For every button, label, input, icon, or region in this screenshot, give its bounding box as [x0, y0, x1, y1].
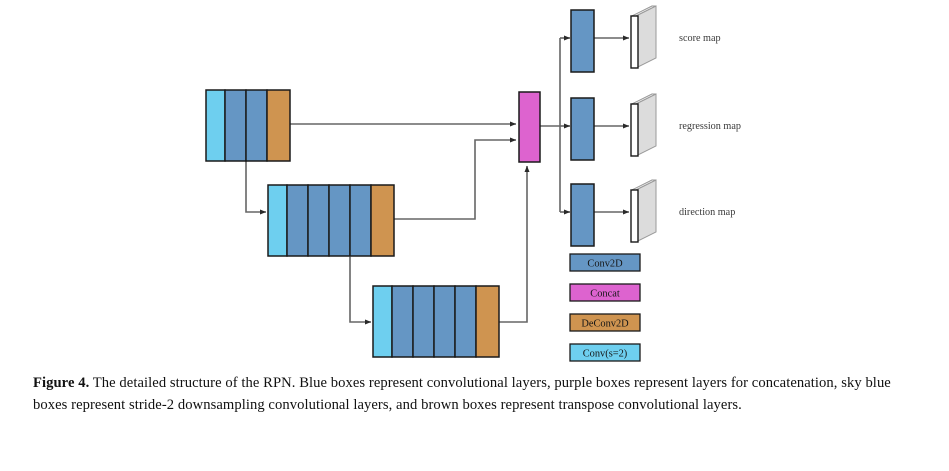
legend-label-conv2d: Conv2D [587, 259, 623, 270]
concat-block[interactable] [518, 91, 541, 163]
head3-conv2d[interactable] [570, 183, 595, 247]
legend-swatch-deconv2d [569, 313, 641, 332]
stage1-seg-deconv2d[interactable] [266, 89, 291, 162]
head-direction-map[interactable]: direction map [570, 179, 735, 247]
stage3-seg-conv-s2[interactable] [372, 285, 393, 358]
legend-swatch-conv-s2 [569, 343, 641, 362]
head-regression-map[interactable]: regression map [570, 93, 741, 161]
head2-conv2d[interactable] [570, 97, 595, 161]
stage2-seg-deconv2d[interactable] [370, 184, 395, 257]
rpn-architecture-diagram: score map regression map direction map [205, 5, 741, 362]
score-map-slab[interactable] [630, 5, 657, 69]
figure-caption: Figure 4. The detailed structure of the … [33, 372, 919, 416]
concat-rect[interactable] [518, 91, 541, 163]
connector-group [245, 35, 630, 325]
connector-stage1-to-stage2 [245, 161, 267, 215]
stage2-seg-conv2d-3[interactable] [328, 184, 351, 257]
legend-item-deconv2d[interactable]: DeConv2D [569, 313, 641, 332]
stage3-seg-conv2d-4[interactable] [454, 285, 477, 358]
stage1-seg-conv2d-2[interactable] [245, 89, 268, 162]
stage2-seg-conv2d-4[interactable] [349, 184, 372, 257]
stage-3-block[interactable] [372, 285, 500, 358]
stage-1-block[interactable] [205, 89, 291, 162]
legend: Conv2D Concat DeConv2D Conv(s=2) [569, 253, 641, 362]
connector-stage3-to-concat [490, 165, 530, 323]
stage3-seg-deconv2d[interactable] [475, 285, 500, 358]
legend-label-concat: Concat [590, 289, 620, 300]
legend-item-conv-s2[interactable]: Conv(s=2) [569, 343, 641, 362]
legend-item-conv2d[interactable]: Conv2D [569, 253, 641, 272]
stage1-seg-conv2d-1[interactable] [224, 89, 247, 162]
figure-number: Figure 4. [33, 375, 90, 391]
stage3-seg-conv2d-3[interactable] [433, 285, 456, 358]
connector-stage2-to-stage3 [349, 257, 372, 325]
stage2-seg-conv-s2[interactable] [267, 184, 288, 257]
legend-swatch-conv2d [569, 253, 641, 272]
stage2-seg-conv2d-1[interactable] [286, 184, 309, 257]
stage-2-block[interactable] [267, 184, 395, 257]
score-map-label: score map [679, 33, 721, 44]
stage2-seg-conv2d-2[interactable] [307, 184, 330, 257]
direction-map-label: direction map [679, 207, 735, 218]
legend-swatch-concat [569, 283, 641, 302]
legend-item-concat[interactable]: Concat [569, 283, 641, 302]
head-score-map[interactable]: score map [570, 5, 721, 73]
stage3-seg-conv2d-2[interactable] [412, 285, 435, 358]
legend-label-conv-s2: Conv(s=2) [583, 349, 628, 360]
direction-map-slab[interactable] [630, 179, 657, 243]
head1-conv2d[interactable] [570, 9, 595, 73]
stage1-seg-conv-s2[interactable] [205, 89, 226, 162]
stage3-seg-conv2d-1[interactable] [391, 285, 414, 358]
connector-stage2-to-concat [385, 137, 517, 220]
regression-map-label: regression map [679, 121, 741, 132]
regression-map-slab[interactable] [630, 93, 657, 157]
figure-caption-text: The detailed structure of the RPN. Blue … [33, 375, 891, 414]
legend-label-deconv2d: DeConv2D [581, 319, 629, 330]
